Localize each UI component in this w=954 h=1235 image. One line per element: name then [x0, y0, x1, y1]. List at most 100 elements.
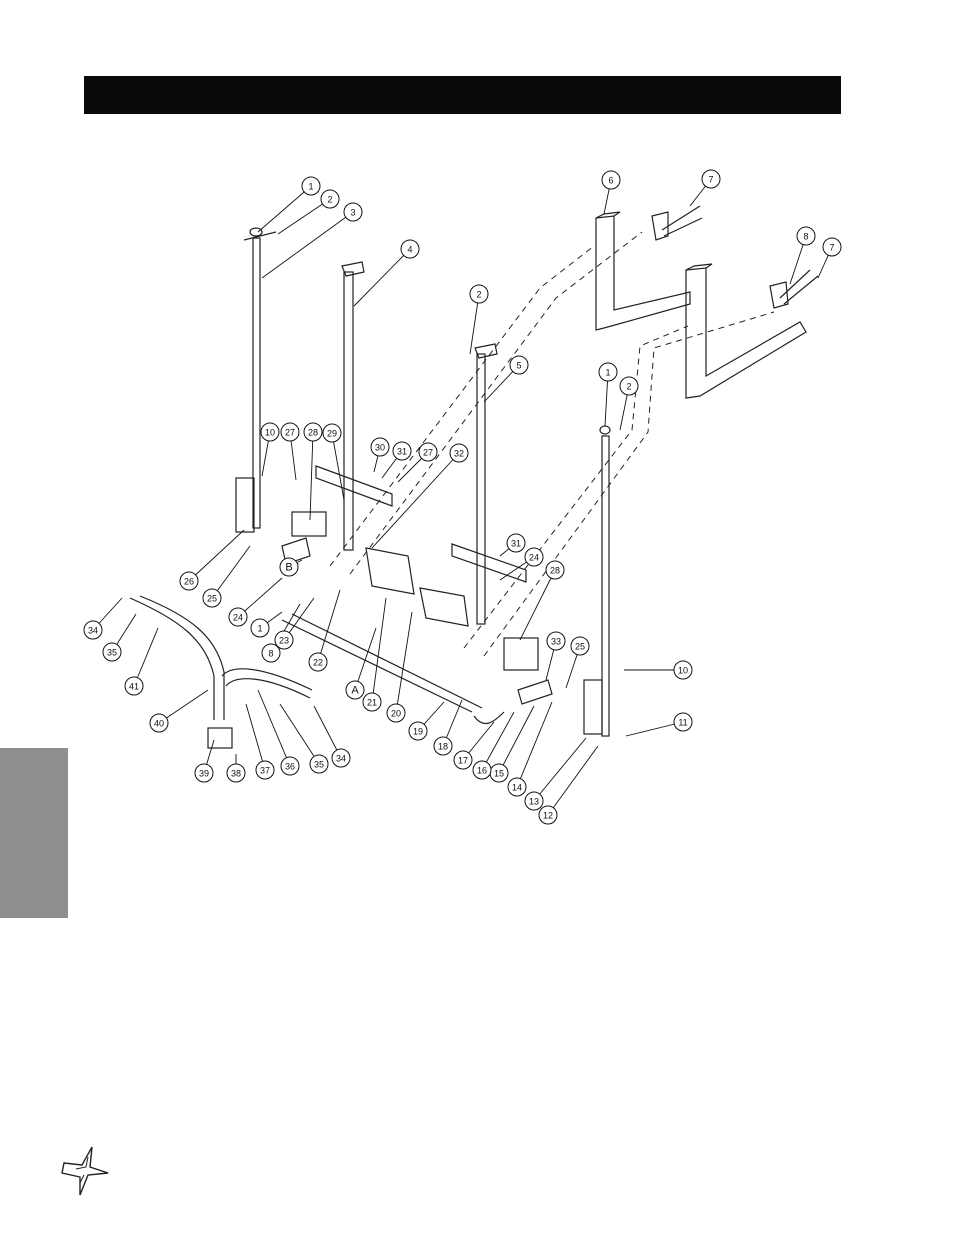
- callout-label: 32: [454, 449, 464, 459]
- callout-label: 30: [375, 443, 385, 453]
- callout-label: 2: [327, 195, 332, 205]
- callout-balloon: [433, 736, 453, 756]
- callout-label: 20: [391, 709, 401, 719]
- callout-balloon: [507, 777, 527, 797]
- callout-balloon: [255, 760, 275, 780]
- callout-label: 40: [154, 719, 164, 729]
- callout-balloon: [301, 176, 321, 196]
- callout-balloon: [796, 226, 816, 246]
- callout-balloon: [83, 620, 103, 640]
- callout-balloon: [400, 239, 420, 259]
- callout-leader: [211, 545, 251, 599]
- callout-label: 27: [423, 448, 433, 458]
- callout-label: 3: [350, 208, 355, 218]
- callout-balloon: [509, 355, 529, 375]
- callout-layer: [92, 178, 833, 816]
- callout-label: A: [351, 685, 359, 697]
- callout-balloon: [538, 805, 558, 825]
- callout-balloon: [673, 712, 693, 732]
- callout-label: 25: [575, 642, 585, 652]
- callout-label: 24: [233, 613, 243, 623]
- callout-balloon: [601, 170, 621, 190]
- callout-leader: [371, 452, 460, 549]
- callout-leader: [481, 711, 515, 771]
- callout-label: 39: [199, 769, 209, 779]
- callout-label: 6: [608, 176, 613, 186]
- callout-label: 24: [529, 553, 539, 563]
- callout-label: 35: [314, 760, 324, 770]
- callout-label: 17: [458, 756, 468, 766]
- callout-balloon: [331, 748, 351, 768]
- callout-balloon: [280, 422, 300, 442]
- callout-balloon: [345, 680, 365, 700]
- callout-label: 2: [626, 382, 631, 392]
- page-header-bar: [84, 76, 841, 114]
- callout-label: 1: [605, 368, 610, 378]
- callout-balloon: [202, 588, 222, 608]
- callout-balloon: [472, 760, 492, 780]
- callout-balloon: [619, 376, 639, 396]
- callout-label: 10: [265, 428, 275, 438]
- callout-leader: [277, 198, 331, 235]
- callout-balloon: [386, 703, 406, 723]
- callout-label: 7: [829, 243, 834, 253]
- callout-leader: [547, 745, 599, 816]
- callout-label: 18: [438, 742, 448, 752]
- callout-label: 15: [494, 769, 504, 779]
- callout-leader: [257, 689, 291, 767]
- callout-label: 5: [516, 361, 521, 371]
- callout-label: 33: [551, 637, 561, 647]
- callout-balloon: [260, 422, 280, 442]
- callout-balloon: [343, 202, 363, 222]
- callout-leader: [519, 569, 556, 641]
- callout-leader: [395, 611, 413, 714]
- callout-label: 21: [367, 698, 377, 708]
- callout-leader: [188, 529, 245, 582]
- callout-balloon: [418, 442, 438, 462]
- callout-label: 31: [397, 447, 407, 457]
- callout-balloon: [701, 169, 721, 189]
- callout-label: 36: [285, 762, 295, 772]
- callout-label: B: [285, 562, 292, 574]
- callout-label: 23: [279, 636, 289, 646]
- callout-label: 8: [268, 649, 273, 659]
- callout-label: 19: [413, 727, 423, 737]
- star-burst-logo: [61, 1146, 109, 1196]
- callout-leader: [533, 737, 587, 802]
- callout-balloon: [524, 791, 544, 811]
- callout-leader: [257, 185, 312, 233]
- callout-label: 1: [308, 182, 313, 192]
- callout-leader: [313, 705, 342, 759]
- callout-leader: [133, 627, 159, 687]
- callout-leader: [625, 721, 684, 737]
- callout-label: 29: [327, 429, 337, 439]
- callout-balloon: [194, 763, 214, 783]
- callout-label: 41: [129, 682, 139, 692]
- callout-balloon: [408, 721, 428, 741]
- callout-balloon: [102, 642, 122, 662]
- callout-label: 34: [336, 754, 346, 764]
- callout-label: 11: [678, 718, 687, 728]
- callout-label: 12: [543, 811, 553, 821]
- callout-leader: [353, 248, 411, 307]
- callout-label: 34: [88, 626, 98, 636]
- callout-balloon: [546, 631, 566, 651]
- callout-balloon: [449, 443, 469, 463]
- callout-label: 8: [803, 232, 808, 242]
- callout-leader: [516, 701, 553, 788]
- callout-label: 37: [260, 766, 270, 776]
- callout-label: 25: [207, 594, 217, 604]
- callout-balloon: [673, 660, 693, 680]
- callout-label: 28: [550, 566, 560, 576]
- callout-balloon: [322, 423, 342, 443]
- callout-balloon: [226, 763, 246, 783]
- callout-balloon: [149, 713, 169, 733]
- hidden-lines: [329, 231, 775, 657]
- callout-leader: [469, 293, 480, 355]
- callout-balloon: [469, 284, 489, 304]
- callout-balloon: [506, 533, 526, 553]
- callout-label: 16: [477, 766, 487, 776]
- callout-balloon: [822, 237, 842, 257]
- callout-leader: [309, 431, 314, 521]
